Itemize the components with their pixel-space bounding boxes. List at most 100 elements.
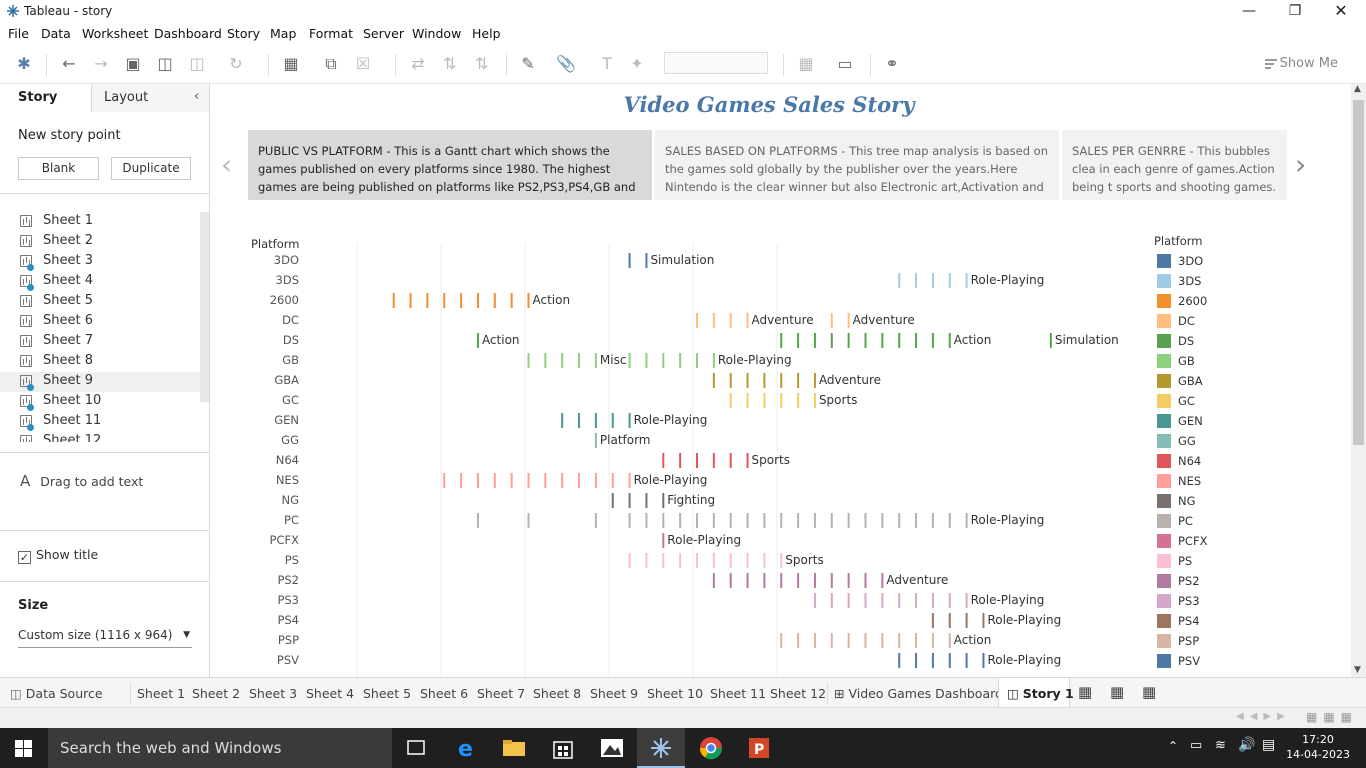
scroll-thumb[interactable] [1353, 100, 1364, 445]
tab-sheet-5[interactable]: Sheet 5 [363, 686, 412, 701]
store-icon[interactable] [550, 736, 576, 760]
fit-icon[interactable]: ▦ [798, 54, 814, 73]
legend-item[interactable]: PS4 [1154, 611, 1244, 631]
file-explorer-icon[interactable] [501, 736, 527, 760]
menu-format[interactable]: Format [309, 26, 354, 41]
undo-icon[interactable]: ← [62, 54, 76, 73]
tab-sheet-4[interactable]: Sheet 4 [306, 686, 355, 701]
swap-rows-columns-icon[interactable]: ⇄ [411, 54, 425, 73]
task-view-icon[interactable] [404, 736, 430, 760]
notifications-icon[interactable]: ▤ [1262, 737, 1276, 753]
legend-item[interactable]: DS [1154, 331, 1244, 351]
new-worksheet-tab-icon[interactable]: ▦ [1078, 683, 1093, 701]
show-title-checkbox[interactable]: ✓Show title [18, 547, 99, 564]
tab-sheet-3[interactable]: Sheet 3 [249, 686, 298, 701]
redo-icon[interactable]: → [94, 54, 108, 73]
windows-start-icon[interactable] [15, 740, 32, 757]
menu-file[interactable]: File [8, 26, 29, 41]
legend-item[interactable]: 3DO [1154, 251, 1244, 271]
sheet-list-item[interactable]: Sheet 9 [0, 372, 200, 392]
volume-icon[interactable]: 🔊 [1238, 737, 1256, 753]
menu-window[interactable]: Window [412, 26, 462, 41]
duplicate-button[interactable]: Duplicate [111, 157, 191, 180]
legend-item[interactable]: PS2 [1154, 571, 1244, 591]
tab-story-1[interactable]: ◫ Story 1 [998, 678, 1074, 708]
story-point-1[interactable]: PUBLIC VS PLATFORM - This is a Gantt cha… [248, 130, 652, 200]
highlight-icon[interactable]: ✎ [521, 54, 535, 73]
legend-item[interactable]: 2600 [1154, 291, 1244, 311]
sheet-list-item[interactable]: Sheet 11 [0, 412, 200, 432]
legend-item[interactable]: GB [1154, 351, 1244, 371]
scroll-up-icon[interactable]: ▲ [1354, 84, 1361, 94]
new-worksheet-icon[interactable]: ▦ [283, 54, 299, 73]
sheet-list-item[interactable]: Sheet 7 [0, 332, 200, 352]
legend-item[interactable]: N64 [1154, 451, 1244, 471]
powerpoint-icon[interactable]: P [746, 736, 772, 760]
new-story-tab-icon[interactable]: ▦ [1142, 683, 1157, 701]
tab-sheet-9[interactable]: Sheet 9 [590, 686, 639, 701]
tab-sheet-2[interactable]: Sheet 2 [192, 686, 241, 701]
legend-item[interactable]: GC [1154, 391, 1244, 411]
sheet-list-item[interactable]: Sheet 4 [0, 272, 200, 292]
maximize-button[interactable]: ❐ [1288, 3, 1302, 19]
clear-sheet-icon[interactable]: ☒ [355, 54, 371, 73]
sheet-navigation-icon[interactable]: ◀◀▶▶ [1236, 711, 1291, 722]
legend-item[interactable]: NG [1154, 491, 1244, 511]
story-point-3[interactable]: SALES PER GENRRE - This bubbles clea in … [1062, 130, 1287, 200]
minimize-button[interactable]: — [1242, 3, 1256, 19]
prev-story-point-icon[interactable]: ‹ [221, 148, 233, 181]
legend-item[interactable]: DC [1154, 311, 1244, 331]
tab-story[interactable]: Story [0, 84, 92, 112]
group-members-icon[interactable]: 📎 [556, 54, 576, 73]
legend-item[interactable]: GEN [1154, 411, 1244, 431]
legend-item[interactable]: PSP [1154, 631, 1244, 651]
collapse-pane-icon[interactable]: ‹ [194, 89, 200, 104]
legend-item[interactable]: PCFX [1154, 531, 1244, 551]
tab-dashboard[interactable]: ⊞ Video Games Dashboard [834, 686, 1003, 701]
sheet-list-item[interactable]: Sheet 1 [0, 212, 200, 232]
legend-item[interactable]: 3DS [1154, 271, 1244, 291]
legend-item[interactable]: GG [1154, 431, 1244, 451]
photos-icon[interactable] [599, 736, 625, 760]
blank-button[interactable]: Blank [18, 157, 99, 180]
legend-item[interactable]: NES [1154, 471, 1244, 491]
menu-server[interactable]: Server [363, 26, 404, 41]
presentation-mode-icon[interactable]: ▭ [837, 54, 853, 73]
size-dropdown[interactable]: Custom size (1116 x 964)▼ [18, 628, 192, 648]
legend-item[interactable]: PSV [1154, 651, 1244, 671]
sheet-list-scrollbar[interactable] [200, 212, 209, 402]
new-dashboard-tab-icon[interactable]: ▦ [1110, 683, 1125, 701]
new-data-source-icon[interactable]: ◫ [157, 54, 173, 73]
story-point-2[interactable]: SALES BASED ON PLATFORMS - This tree map… [655, 130, 1059, 200]
sheet-list-item[interactable]: Sheet 5 [0, 292, 200, 312]
refresh-icon[interactable]: ↻ [229, 54, 243, 73]
show-me-button[interactable]: Show Me [1279, 56, 1338, 71]
legend-item[interactable]: PS [1154, 551, 1244, 571]
view-mode-icon[interactable]: ▦▦▦ [1306, 710, 1359, 724]
sheet-list-item[interactable]: Sheet 10 [0, 392, 200, 412]
tableau-home-icon[interactable]: ✱ [17, 54, 31, 73]
show-hidden-icons-icon[interactable]: ⌃ [1168, 739, 1179, 753]
taskbar-search-box[interactable]: Search the web and Windows [48, 728, 392, 768]
tab-sheet-11[interactable]: Sheet 11 [710, 686, 767, 701]
tableau-taskbar-icon[interactable] [648, 736, 674, 760]
menu-dashboard[interactable]: Dashboard [154, 26, 222, 41]
tab-data-source[interactable]: ◫ Data Source [10, 686, 103, 701]
close-button[interactable]: ✕ [1334, 1, 1348, 20]
sort-descending-icon[interactable]: ⇅ [475, 54, 489, 73]
next-story-point-icon[interactable]: › [1295, 148, 1307, 181]
sheet-list-item[interactable]: Sheet 3 [0, 252, 200, 272]
sheet-list-item[interactable]: Sheet 2 [0, 232, 200, 252]
tab-layout[interactable]: Layout [92, 84, 209, 112]
sort-ascending-icon[interactable]: ⇅ [443, 54, 457, 73]
battery-icon[interactable]: ▭ [1190, 738, 1203, 753]
menu-map[interactable]: Map [270, 26, 297, 41]
wifi-icon[interactable]: ≋ [1215, 738, 1226, 753]
tab-sheet-8[interactable]: Sheet 8 [533, 686, 582, 701]
legend-item[interactable]: GBA [1154, 371, 1244, 391]
pause-updates-icon[interactable]: ◫ [189, 54, 205, 73]
duplicate-sheet-icon[interactable]: ⧉ [325, 54, 337, 73]
fix-axes-icon[interactable]: ✦ [630, 54, 644, 73]
share-icon[interactable]: ⚭ [885, 54, 899, 73]
